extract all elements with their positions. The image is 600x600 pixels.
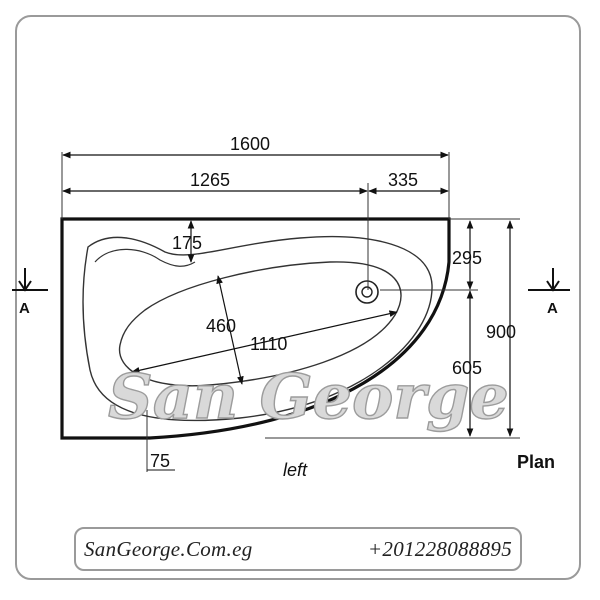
dim-basin-width: 460 xyxy=(206,316,236,336)
dim-main-length: 1265 xyxy=(190,170,230,190)
dim-end-length: 335 xyxy=(388,170,418,190)
variant-label: left xyxy=(283,460,308,480)
section-mark-left: A xyxy=(12,268,48,317)
inner-rim xyxy=(82,235,433,422)
phone-number: +201228088895 xyxy=(367,536,512,561)
dim-upper-width: 295 xyxy=(452,248,482,268)
headrest-contour xyxy=(94,248,196,267)
dim-overall-width: 900 xyxy=(486,322,516,342)
dim-rim: 75 xyxy=(150,451,170,471)
dim-lower-width: 605 xyxy=(452,358,482,378)
website-link[interactable]: SanGeorge.Com.eg xyxy=(84,536,253,561)
outer-frame xyxy=(15,15,581,580)
watermark: San George xyxy=(108,360,509,433)
view-label: Plan xyxy=(517,452,555,472)
dim-line-1110 xyxy=(131,310,398,374)
section-mark-right: A xyxy=(528,268,570,317)
svg-text:A: A xyxy=(19,300,30,317)
dim-seat-width: 175 xyxy=(172,233,202,253)
dim-overall-length: 1600 xyxy=(230,134,270,154)
drain-inner xyxy=(361,286,373,298)
dim-basin-length: 1110 xyxy=(250,334,287,354)
contact-box: SanGeorge.Com.eg +201228088895 xyxy=(74,527,522,571)
bathtub-outline xyxy=(60,217,451,440)
svg-text:A: A xyxy=(547,300,558,317)
